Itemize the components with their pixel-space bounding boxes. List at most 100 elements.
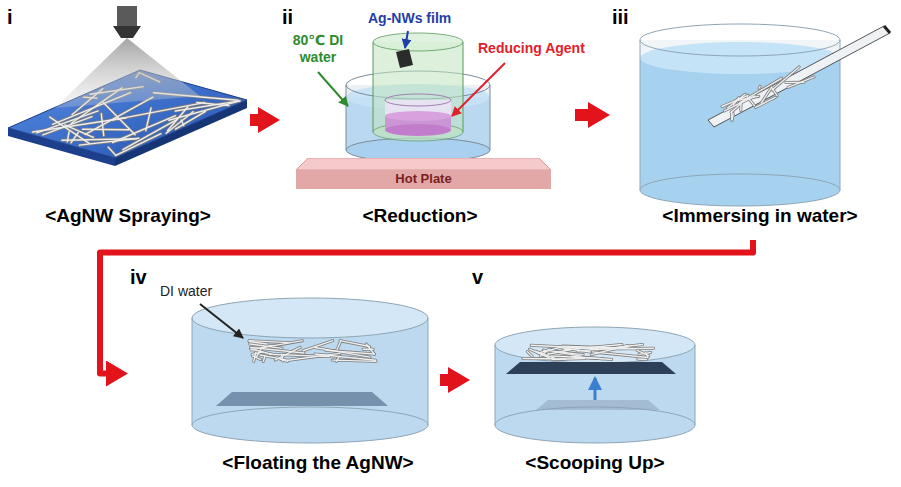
nanowire-network <box>252 356 260 360</box>
nanowire-network <box>326 350 374 354</box>
hot-plate-top <box>296 158 551 170</box>
water-dish <box>192 298 428 338</box>
step-number: i <box>7 5 13 29</box>
water-dish <box>495 327 695 363</box>
process-arrow <box>440 374 448 386</box>
nanowire-network <box>101 114 103 136</box>
nanowire-network <box>340 341 370 347</box>
nanowire-network <box>83 128 129 132</box>
nanowire-network <box>740 104 742 110</box>
nanowire-network <box>530 349 550 358</box>
lift-arrow <box>594 378 597 400</box>
nanowire-network <box>249 342 267 344</box>
nanowire-network <box>645 353 648 357</box>
nanowire-network <box>772 88 777 96</box>
nanowire-network <box>740 78 781 102</box>
nanowire-network <box>540 349 549 356</box>
substrate <box>216 392 388 406</box>
process-arrow <box>250 114 258 126</box>
water-beaker <box>640 58 840 190</box>
water-dish <box>495 407 695 443</box>
nanowire-network <box>288 353 340 360</box>
nanowire-network <box>79 138 138 145</box>
nanowire-network <box>109 103 204 121</box>
spray-nozzle <box>117 6 137 26</box>
inner-cylinder <box>373 33 463 141</box>
nanowire-network <box>756 97 776 107</box>
nanowire-network <box>772 67 799 90</box>
plate-label: Hot Plate <box>395 171 451 187</box>
water-dish <box>495 327 695 443</box>
step-panel: i <AgNW Spraying> <box>5 5 250 240</box>
nanowire-network <box>251 345 271 350</box>
step-number: iii <box>612 5 629 29</box>
inner-cylinder <box>373 42 374 132</box>
water-dish <box>695 345 696 425</box>
water-dish <box>428 318 429 425</box>
step-number: v <box>472 265 483 289</box>
step-caption: <Immersing in water> <box>662 205 857 228</box>
nanowire-network <box>104 103 136 135</box>
step-panel: iii <Immersing in water> <box>610 5 896 240</box>
step-number: ii <box>282 5 293 29</box>
outer-beaker <box>346 85 347 150</box>
nanowire-network <box>758 86 760 88</box>
water-dish <box>495 345 496 425</box>
callout-label: Reducing Agent <box>478 40 585 57</box>
nanowire-network <box>772 67 799 90</box>
nanowire-network <box>83 128 129 130</box>
step-caption: <Scooping Up> <box>525 452 664 475</box>
nanowire-network <box>109 103 204 121</box>
step-number: iv <box>130 265 147 289</box>
spray-nozzle <box>55 6 200 108</box>
water-dish <box>192 407 428 443</box>
nanowire-network <box>597 344 643 349</box>
spray-nozzle <box>55 38 200 108</box>
nanowire-network <box>168 107 188 131</box>
nanowire-network <box>108 147 116 155</box>
nanowire-network <box>552 358 584 359</box>
nanowire-network <box>337 341 341 350</box>
callout-label: Ag-NWs film <box>368 10 451 27</box>
step-panel: v <Scooping Up> <box>470 265 720 482</box>
nanowire-network <box>263 356 264 361</box>
nanowire-network <box>340 341 370 347</box>
hot-plate-front <box>296 170 551 189</box>
water-beaker <box>840 40 841 190</box>
inner-cylinder <box>463 42 464 132</box>
nanowire-network <box>263 356 264 361</box>
water-beaker <box>640 24 840 206</box>
nanowire-network <box>116 134 161 156</box>
step-caption: <AgNW Spraying> <box>45 205 211 228</box>
leader-line <box>405 31 408 48</box>
nanowire-network <box>337 341 341 350</box>
inner-cylinder <box>373 33 463 51</box>
reducing-agent-dish <box>385 94 451 136</box>
nanowire-network <box>559 347 591 352</box>
glass-slide <box>884 26 890 33</box>
nanowire-network <box>638 358 646 360</box>
nanowire-network <box>363 349 373 350</box>
agnw-film <box>396 49 413 68</box>
nanowire-network <box>756 97 776 107</box>
water-beaker <box>640 40 641 190</box>
nanowire-network <box>786 82 804 84</box>
process-arrow <box>575 109 588 121</box>
nanowire-network <box>527 351 532 356</box>
outer-beaker <box>490 85 491 150</box>
substrate <box>506 362 676 374</box>
nanowire-network <box>67 132 69 142</box>
step-caption: <Reduction> <box>362 205 477 228</box>
nanowire-network <box>543 350 583 354</box>
nanowire-network <box>113 116 176 143</box>
nanowire-network <box>146 108 151 131</box>
nanowire-network <box>731 111 732 119</box>
nanowire-network <box>758 86 762 88</box>
water-beaker <box>640 40 840 190</box>
nanowire-network <box>108 147 116 155</box>
callout-label: DI water <box>160 283 212 300</box>
process-arrow <box>100 240 753 374</box>
hot-plate: Hot Plate <box>296 158 551 189</box>
